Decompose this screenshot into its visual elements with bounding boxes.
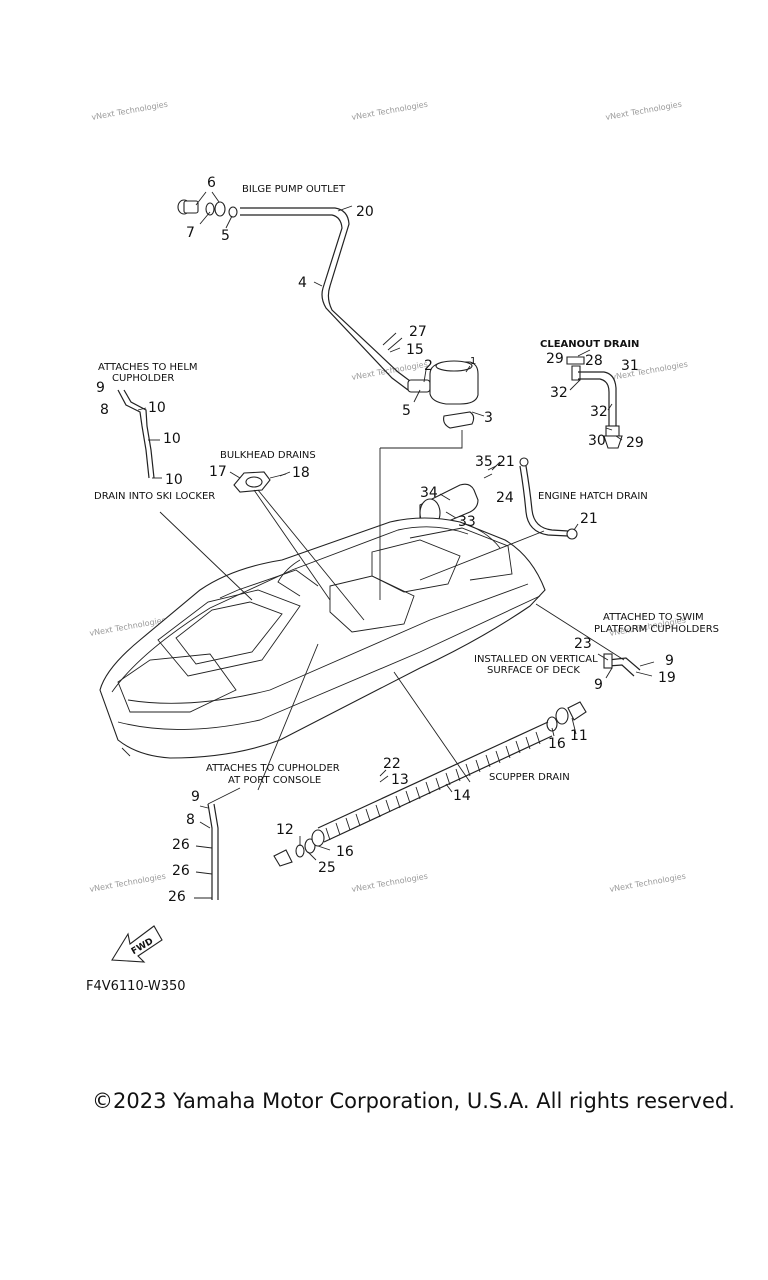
note-attached-swim-line1: ATTACHED TO SWIM [603,612,704,623]
note-attaches-port-line1: ATTACHES TO CUPHOLDER [206,763,340,774]
note-attaches-helm-line2: CUPHOLDER [112,373,174,384]
callout-number: 24 [496,490,514,506]
callout-number: 32 [590,404,608,420]
callout-number: 10 [148,400,166,416]
callout-number: 25 [318,860,336,876]
callout-number: 7 [186,225,195,241]
callout-number: 18 [292,465,310,481]
callout-number: 21 [497,454,515,470]
callout-number: 5 [221,228,230,244]
callout-number: 13 [391,772,409,788]
helm-cupholder-drain [117,389,155,479]
callout-number: 29 [626,435,644,451]
note-attaches-helm-line1: ATTACHES TO HELM [98,362,198,373]
callout-number: 26 [172,863,190,879]
leader-lines [159,430,625,791]
callout-number: 2 [424,358,433,374]
note-bulkhead-drains: BULKHEAD DRAINS [220,450,316,461]
bilge-pump-outlet-assembly [177,199,415,391]
callout-number: 9 [594,677,603,693]
note-engine-hatch-drain: ENGINE HATCH DRAIN [538,491,648,502]
swim-platform-cupholder-drain [603,653,641,677]
callout-number: 12 [276,822,294,838]
callout-numbers: 6 7 5 20 4 27 15 2 1 5 3 29 28 31 32 32 … [96,175,676,905]
callout-number: 10 [165,472,183,488]
callout-number: 11 [570,728,588,744]
callout-leaders [137,191,655,899]
callout-number: 16 [548,736,566,752]
callout-number: 23 [574,636,592,652]
note-installed-vertical-line2: SURFACE OF DECK [487,665,580,676]
bulkhead-drain [233,471,287,493]
watermark: vNext Technologies [605,100,683,122]
callout-number: 3 [484,410,493,426]
callout-number: 5 [402,403,411,419]
engine-hatch-drain [419,457,578,540]
callout-number: 32 [550,385,568,401]
callout-number: 1 [470,356,476,367]
watermark: vNext Technologies [89,872,167,894]
note-bilge-pump-outlet: BILGE PUMP OUTLET [242,184,346,195]
watermark: vNext Technologies [351,360,429,382]
scupper-drain-hose [317,721,553,843]
callout-number: 9 [665,653,674,669]
fwd-arrow: FWD [111,925,163,963]
callout-number: 26 [172,837,190,853]
scupper-drain-fitting-left [273,829,325,867]
callout-number: 15 [406,342,424,358]
callout-number: 16 [336,844,354,860]
callout-number: 30 [588,433,606,449]
note-installed-vertical-line1: INSTALLED ON VERTICAL [474,654,598,665]
callout-number: 22 [383,756,401,772]
watermark: vNext Technologies [351,100,429,122]
callout-number: 19 [658,670,676,686]
callout-number: 31 [621,358,639,374]
fasteners [379,349,591,783]
diagram-notes: BILGE PUMP OUTLET CLEANOUT DRAIN ATTACHE… [94,184,719,786]
callout-number: 27 [409,324,427,340]
boat-hull [99,517,546,759]
note-cleanout-drain: CLEANOUT DRAIN [540,339,639,350]
figure-code: F4V6110-W350 [86,979,186,994]
callout-number: 26 [168,889,186,905]
callout-number: 10 [163,431,181,447]
note-drain-ski-locker: DRAIN INTO SKI LOCKER [94,491,215,502]
note-attached-swim-line2: PLATFORM CUPHOLDERS [594,624,719,635]
callout-number: 14 [453,788,471,804]
port-console-cupholder-drain [207,787,241,900]
watermark: vNext Technologies [609,872,687,894]
callout-number: 29 [546,351,564,367]
callout-number: 20 [356,204,374,220]
watermark: vNext Technologies [351,872,429,894]
callout-number: 6 [207,175,216,191]
callout-number: 17 [209,464,227,480]
callout-number: 33 [458,514,476,530]
callout-number: 9 [191,789,200,805]
scupper-drain-fitting-right [546,701,587,732]
callout-number: 34 [420,485,438,501]
copyright-notice: ©2023 Yamaha Motor Corporation, U.S.A. A… [92,1089,735,1113]
callout-number: 4 [298,275,307,291]
callout-number: 8 [186,812,195,828]
callout-number: 28 [585,353,603,369]
note-attaches-port-line2: AT PORT CONSOLE [228,775,321,786]
callout-number: 35 [475,454,493,470]
bilge-pump [407,360,479,429]
callout-number: 8 [100,402,109,418]
callout-number: 21 [580,511,598,527]
note-scupper-drain: SCUPPER DRAIN [489,772,570,783]
callout-number: 9 [96,380,105,396]
watermark: vNext Technologies [91,100,169,122]
